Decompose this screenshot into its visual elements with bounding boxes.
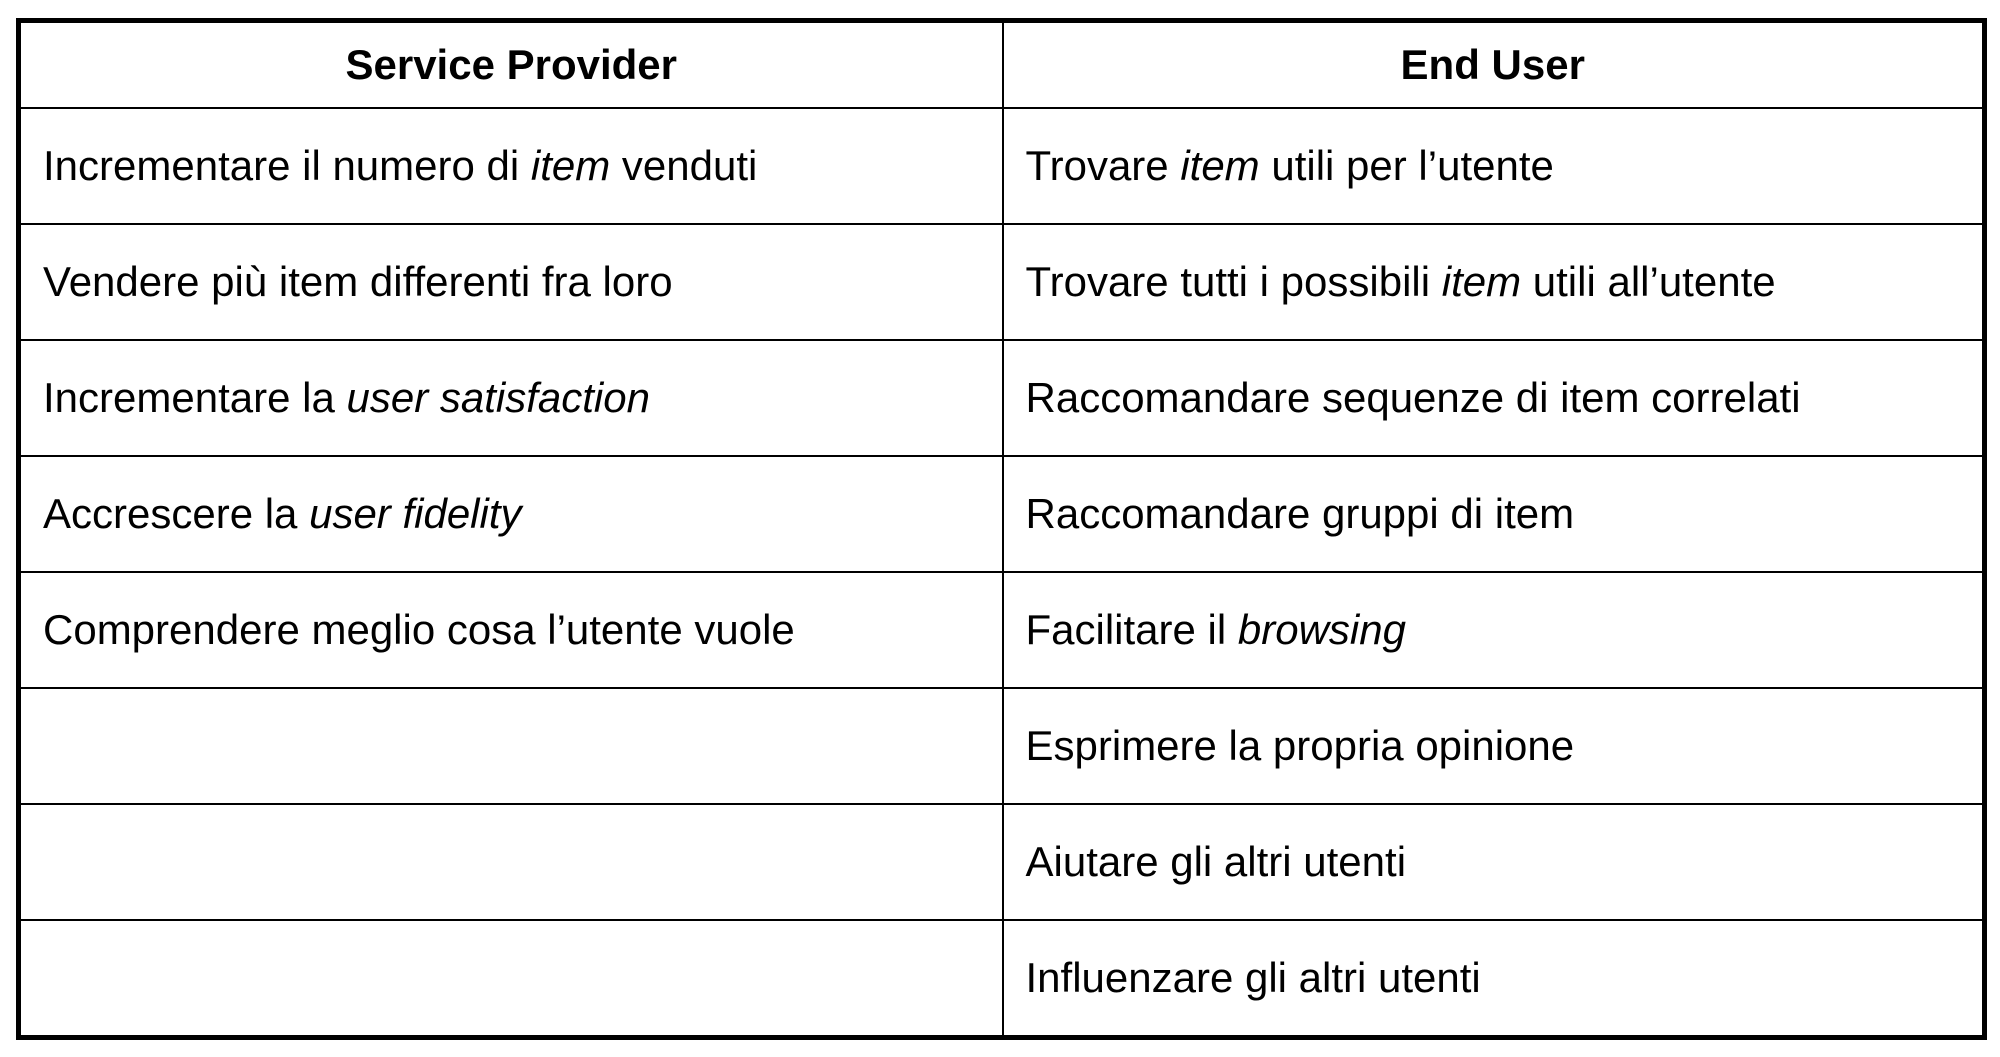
cell-text-italic: item — [1180, 142, 1260, 189]
end-user-cell: Aiutare gli altri utenti — [1001, 803, 1986, 921]
cell-text-italic: item — [1441, 258, 1522, 305]
table-header-row: Service Provider End User — [17, 19, 1986, 109]
service-provider-cell — [17, 919, 1004, 1039]
end-user-cell: Influenzare gli altri utenti — [1001, 919, 1986, 1039]
cell-text: Influenzare gli altri utenti — [1025, 954, 1481, 1001]
cell-text: venduti — [610, 142, 758, 189]
cell-text: utili per l’utente — [1259, 142, 1554, 189]
end-user-cell: Trovare item utili per l’utente — [1001, 107, 1986, 225]
header-service-provider: Service Provider — [17, 19, 1004, 109]
cell-text: Esprimere la propria opinione — [1025, 722, 1575, 769]
cell-text: Accrescere la — [43, 490, 310, 537]
cell-text: utili all’utente — [1521, 258, 1776, 305]
cell-text-italic: item — [530, 142, 611, 189]
cell-text: Trovare — [1025, 142, 1181, 189]
end-user-cell: Facilitare il browsing — [1001, 571, 1986, 689]
header-end-user: End User — [1001, 19, 1986, 109]
service-provider-cell: Comprendere meglio cosa l’utente vuole — [17, 571, 1004, 689]
service-provider-cell: Incrementare la user satisfaction — [17, 339, 1004, 457]
end-user-cell: Esprimere la propria opinione — [1001, 687, 1986, 805]
table-row: Vendere più item differenti fra loro Trov… — [17, 223, 1986, 341]
cell-text-italic: user satisfaction — [346, 374, 650, 421]
end-user-cell: Raccomandare gruppi di item — [1001, 455, 1986, 573]
service-provider-cell: Vendere più item differenti fra loro — [17, 223, 1004, 341]
table-row: Accrescere la user fidelity Raccomandare … — [17, 455, 1986, 573]
end-user-cell: Trovare tutti i possibili item utili all… — [1001, 223, 1986, 341]
service-provider-cell — [17, 687, 1004, 805]
cell-text: Incrementare il numero di — [43, 142, 531, 189]
cell-text: Aiutare gli altri utenti — [1025, 838, 1407, 885]
end-user-cell: Raccomandare sequenze di item correlati — [1001, 339, 1986, 457]
table-row: Aiutare gli altri utenti — [17, 803, 1986, 921]
cell-text: Raccomandare gruppi di item — [1025, 490, 1575, 537]
cell-text-italic: browsing — [1237, 606, 1406, 653]
service-provider-cell: Accrescere la user fidelity — [17, 455, 1004, 573]
cell-text: Comprendere meglio cosa l’utente vuole — [43, 606, 795, 653]
table-row: Influenzare gli altri utenti — [17, 919, 1986, 1039]
cell-text: Trovare tutti i possibili — [1025, 258, 1442, 305]
cell-text: Incrementare la — [43, 374, 347, 421]
service-provider-cell: Incrementare il numero di item venduti — [17, 107, 1004, 225]
service-provider-cell — [17, 803, 1004, 921]
cell-text: Facilitare il — [1025, 606, 1238, 653]
cell-text: Raccomandare sequenze di item correlati — [1025, 374, 1801, 421]
table-row: Incrementare la user satisfaction Raccoma… — [17, 339, 1986, 457]
cell-text-italic: user fidelity — [309, 490, 522, 537]
table-row: Esprimere la propria opinione — [17, 687, 1986, 805]
table-row: Comprendere meglio cosa l’utente vuole Fa… — [17, 571, 1986, 689]
goals-comparison-table: Service Provider End User Incrementare i… — [16, 18, 1987, 1040]
cell-text: Vendere più item differenti fra loro — [43, 258, 673, 305]
